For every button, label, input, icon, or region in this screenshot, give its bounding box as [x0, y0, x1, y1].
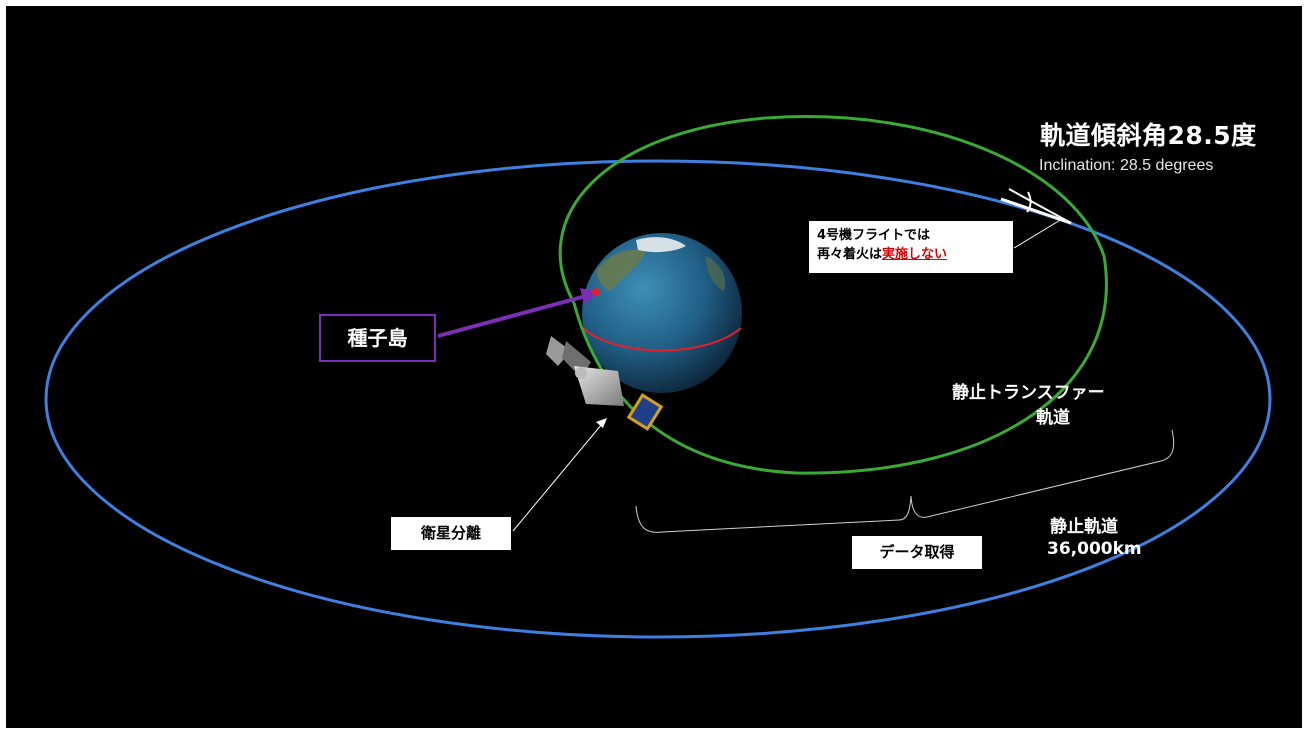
orbit-diagram: 軌道傾斜角28.5度 Inclination: 28.5 degrees 4号機…: [6, 6, 1302, 728]
equator-line: [582, 327, 742, 352]
data-acquisition-label: データ取得: [852, 536, 982, 569]
satellite: [626, 393, 664, 431]
note-line-1: 4号機フライトでは: [817, 228, 931, 243]
spacecraft: [546, 336, 624, 406]
note-pointer: [1013, 218, 1063, 249]
inclination-marker: [1000, 188, 1072, 225]
transfer-orbit-bracket: [635, 429, 1175, 533]
note-line-2: 再々着火は実施しない: [817, 245, 1013, 264]
separation-arrow: [512, 423, 603, 532]
tanegashima-label: 種子島: [319, 314, 436, 362]
transfer-orbit-back: [558, 115, 1106, 304]
tanegashima-marker: [592, 288, 600, 296]
note-line-2-prefix: 再々着火は: [817, 247, 883, 262]
inclination-title: 軌道傾斜角28.5度: [1040, 121, 1257, 150]
inclination-subtitle: Inclination: 28.5 degrees: [1039, 157, 1214, 174]
orbit-scene: [44, 115, 1272, 639]
note-highlight: 実施しない: [882, 247, 948, 262]
transfer-orbit-label-line2: 軌道: [1036, 408, 1070, 428]
separation-arrowhead: [596, 418, 607, 428]
separation-label: 衛星分離: [391, 517, 511, 550]
transfer-orbit-label-line1: 静止トランスファー: [952, 383, 1105, 403]
geo-orbit-label-line2: 36,000km: [1047, 539, 1142, 559]
reignition-note: 4号機フライトでは 再々着火は実施しない: [809, 221, 1013, 273]
geostationary-orbit: [44, 159, 1272, 639]
earth: [582, 233, 742, 393]
geo-orbit-label-line1: 静止軌道: [1050, 517, 1118, 537]
tanegashima-pointer: [437, 294, 587, 338]
